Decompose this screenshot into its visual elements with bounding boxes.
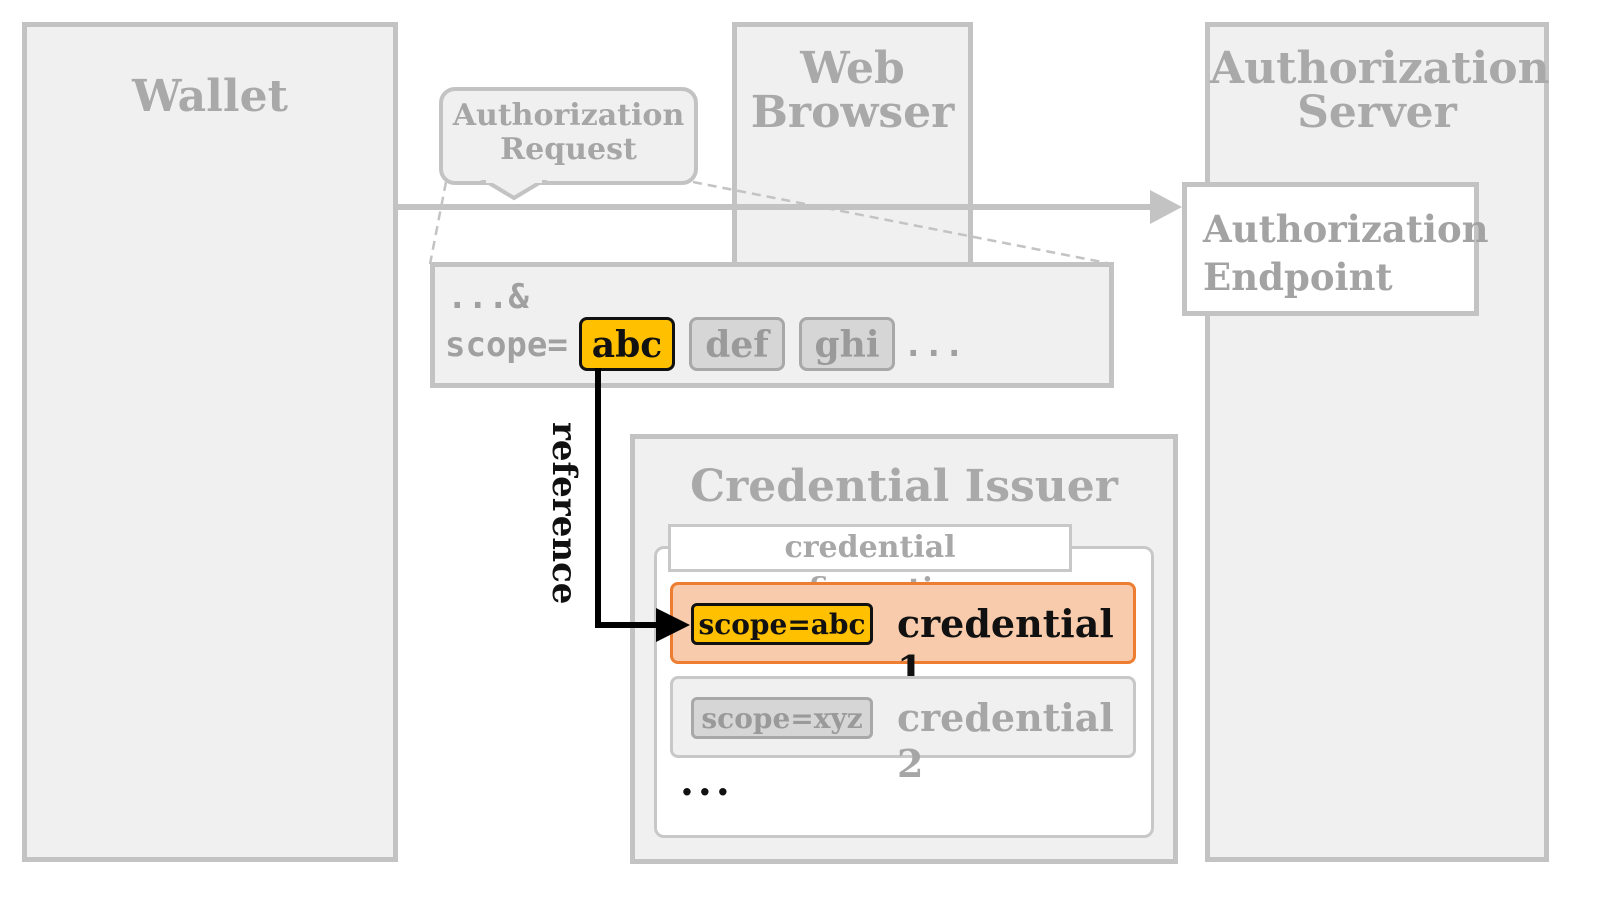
web-browser-title-line1: Web (800, 43, 905, 94)
reference-arrow (595, 368, 660, 628)
credential-2-scope: scope=xyz (691, 697, 873, 739)
credential-1-scope: scope=abc (691, 603, 873, 645)
web-browser-title-line2: Browser (750, 87, 955, 138)
request-url-box: ...& scope= abc def ghi ... (430, 262, 1114, 388)
authorization-request-line1: Authorization (452, 98, 685, 133)
authorization-endpoint-line2: Endpoint (1203, 255, 1393, 299)
authorization-endpoint-line1: Authorization (1203, 207, 1489, 251)
authorization-server-title-line1: Authorization (1210, 43, 1550, 94)
credential-row-2: scope=xyz credential 2 (670, 676, 1136, 786)
authorization-request-label: Authorization Request (443, 99, 694, 167)
callout-tail (480, 180, 548, 201)
url-prefix: ...& (447, 277, 529, 317)
wallet-title: Wallet (132, 71, 288, 122)
url-scope-label: scope= (445, 325, 568, 365)
authorization-endpoint-label: Authorization Endpoint (1203, 205, 1489, 301)
credential-2-name: credential 2 (897, 695, 1114, 786)
credential-issuer-title: Credential Issuer (690, 461, 1118, 512)
wallet-box: Wallet (22, 22, 398, 862)
reference-label: reference (544, 422, 584, 605)
authorization-endpoint-box: Authorization Endpoint (1182, 182, 1489, 316)
scope-chip-ghi: ghi (799, 317, 895, 371)
credential-1-name: credential 1 (897, 601, 1114, 692)
authorization-server-title-line2: Server (1297, 87, 1457, 138)
scope-chip-abc: abc (579, 317, 675, 371)
reference-arrow-head (656, 608, 690, 642)
authorization-server-box: Authorization Server (1205, 22, 1550, 862)
authorization-request-callout: Authorization Request (439, 87, 698, 185)
more-credentials-ellipsis: ... (680, 758, 734, 805)
authorization-request-line2: Request (500, 132, 637, 167)
scope-chip-def: def (689, 317, 785, 371)
url-ellipsis: ... (903, 325, 965, 365)
credential-row-1: scope=abc credential 1 (670, 582, 1136, 692)
